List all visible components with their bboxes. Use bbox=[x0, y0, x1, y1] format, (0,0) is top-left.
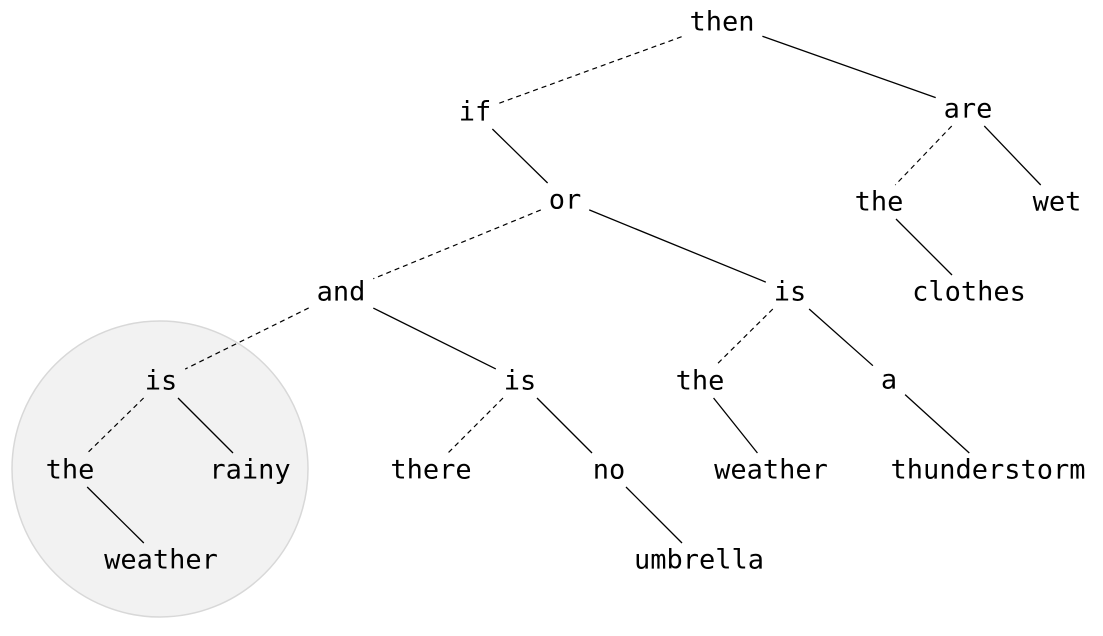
node-rainy: rainy bbox=[209, 455, 290, 486]
node-the-weather-left: the bbox=[46, 455, 95, 486]
edge-is_and_left-to-the_weather_left bbox=[86, 397, 145, 454]
highlighted-subtree-circle bbox=[11, 320, 309, 618]
node-weather-right: weather bbox=[714, 455, 828, 486]
node-wet: wet bbox=[1033, 187, 1082, 218]
edge-the_weather_right-to-weather_right bbox=[713, 397, 758, 454]
edge-are-to-wet bbox=[983, 125, 1042, 186]
edge-is_or-to-the_weather_right bbox=[716, 308, 774, 365]
edge-and-to-is_and_right bbox=[373, 307, 497, 370]
edge-or-to-and bbox=[373, 209, 542, 280]
node-thunderstorm: thunderstorm bbox=[890, 455, 1085, 486]
node-or: or bbox=[549, 185, 582, 216]
edge-no-to-umbrella bbox=[625, 486, 683, 544]
node-is-and-left: is bbox=[145, 366, 178, 397]
edge-and-to-is_and_left bbox=[184, 307, 309, 370]
node-and: and bbox=[317, 277, 366, 308]
edge-if-to-or bbox=[491, 128, 549, 184]
tree-edges bbox=[86, 35, 1042, 544]
edge-are-to-the_clothes bbox=[894, 125, 953, 186]
node-are: are bbox=[944, 94, 993, 125]
node-there: there bbox=[390, 455, 471, 486]
node-is-or: is bbox=[774, 277, 807, 308]
edge-the_clothes-to-clothes bbox=[895, 218, 953, 276]
edge-is_and_right-to-there bbox=[447, 397, 504, 454]
edge-then-to-if bbox=[498, 36, 682, 104]
node-a: a bbox=[881, 365, 897, 396]
node-then: then bbox=[689, 7, 754, 38]
tree-nodes: then if are or the wet clothes and is is is the rain… bbox=[46, 7, 1086, 576]
node-umbrella: umbrella bbox=[634, 545, 764, 576]
node-clothes: clothes bbox=[912, 277, 1026, 308]
node-the-clothes: the bbox=[855, 187, 904, 218]
node-weather-left: weather bbox=[104, 545, 218, 576]
node-no: no bbox=[593, 455, 626, 486]
edge-then-to-are bbox=[762, 35, 936, 99]
edge-the_weather_left-to-weather_left bbox=[86, 486, 145, 544]
edge-a-to-thunderstorm bbox=[904, 394, 970, 454]
edge-is_and_right-to-no bbox=[536, 397, 593, 454]
edge-is_and_left-to-rainy bbox=[177, 397, 234, 454]
edge-or-to-is_or bbox=[588, 209, 767, 283]
edge-is_or-to-a bbox=[808, 308, 874, 367]
node-if: if bbox=[459, 97, 492, 128]
node-is-and-right: is bbox=[504, 366, 537, 397]
node-the-weather-right: the bbox=[676, 366, 725, 397]
